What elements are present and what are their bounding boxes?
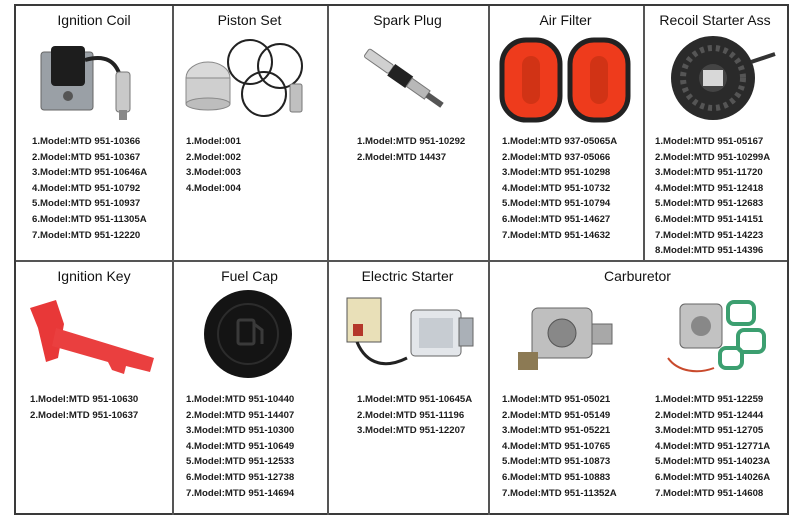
list-item: 6.Model:MTD 951-14627 [502,213,611,225]
list-item: 7.Model:MTD 951-14223 [655,229,764,241]
cell-fuel-cap: Fuel Cap 1.Model:MTD 951-10440 2.Model:M… [172,262,327,515]
cell-title: Fuel Cap [221,268,278,284]
list-item: 3.Model:MTD 951-05221 [502,425,611,437]
list-item: 3.Model:MTD 951-10646A [32,167,148,179]
list-item: 1.Model:MTD 937-05065A [502,136,618,147]
model-list: 1.Model:MTD 951-10366 2.Model:MTD 951-10… [32,134,147,243]
model-list: 1.Model:MTD 951-05167 2.Model:MTD 951-10… [655,134,770,259]
air-filter-icon [499,37,631,123]
cell-title: Piston Set [217,12,282,28]
list-item: 2.Model:002 [186,151,241,163]
list-item: 6.Model:MTD 951-14026A [655,471,771,483]
list-item: 5.Model:MTD 951-10937 [32,198,141,210]
list-item: 3.Model:MTD 951-11720 [655,167,763,179]
model-list: 1.Model:001 2.Model:002 3.Model:003 4.Mo… [186,134,241,196]
list-item: 4.Model:MTD 951-10732 [502,182,611,194]
cell-ignition-coil: Ignition Coil 1.Model:MTD 951-10366 2.Mo… [16,6,172,260]
list-item: 3.Model:MTD 951-12705 [655,425,764,437]
list-item: 5.Model:MTD 951-10794 [502,198,611,210]
cell-recoil-starter: Recoil Starter Ass 1.Model:MTD 951-05167… [643,6,787,260]
model-list: 1.Model:MTD 951-10440 2.Model:MTD 951-14… [186,392,294,501]
list-item: 4.Model:MTD 951-12418 [655,182,764,194]
list-item: 4.Model:MTD 951-10649 [186,440,295,452]
list-item: 2.Model:MTD 951-05149 [502,409,611,421]
ignition-coil-icon [40,46,131,120]
list-item: 4.Model:MTD 951-10765 [502,440,611,452]
cell-title: Air Filter [539,12,592,28]
list-item: 3.Model:MTD 951-10298 [502,167,611,179]
cell-title: Carburetor [604,268,671,284]
cell-title: Ignition Coil [57,12,131,28]
model-list-secondary: 1.Model:MTD 951-12259 2.Model:MTD 951-12… [655,392,770,501]
list-item: 4.Model:MTD 951-10792 [32,182,141,194]
list-item: 1.Model:MTD 951-10292 [357,136,466,147]
list-item: 1.Model:MTD 951-12259 [655,394,764,405]
parts-grid: Ignition Coil 1.Model:MTD 951-10366 2.Mo… [14,4,789,515]
list-item: 4.Model:MTD 951-12771A [655,440,771,452]
col-divider-2 [327,6,329,515]
cell-title: Spark Plug [373,12,442,28]
electric-starter-icon [346,297,474,366]
list-item: 1.Model:MTD 951-10366 [32,136,141,147]
cell-spark-plug: Spark Plug 1.Model:MTD 951-10292 2.Model… [327,6,488,260]
cell-title: Electric Starter [361,268,454,284]
list-item: 5.Model:MTD 951-10873 [502,456,611,468]
col-divider-1 [172,6,174,515]
piston-set-icon [185,39,303,117]
recoil-starter-icon [671,36,776,120]
model-list: 1.Model:MTD 951-10292 2.Model:MTD 14437 [357,134,465,165]
list-item: 6.Model:MTD 951-12738 [186,471,295,483]
list-item: 2.Model:MTD 951-10367 [32,151,141,163]
list-item: 1.Model:MTD 951-10630 [30,394,139,405]
list-item: 1.Model:MTD 951-05021 [502,394,611,405]
list-item: 5.Model:MTD 951-12683 [655,198,764,210]
spark-plug-icon [364,48,444,108]
model-list: 1.Model:MTD 951-10645A 2.Model:MTD 951-1… [357,392,472,439]
list-item: 2.Model:MTD 951-12444 [655,409,764,421]
list-item: 2.Model:MTD 951-10637 [30,409,139,421]
list-item: 2.Model:MTD 937-05066 [502,151,611,163]
list-item: 7.Model:MTD 951-14608 [655,487,764,499]
list-item: 3.Model:MTD 951-12207 [357,425,466,437]
list-item: 1.Model:MTD 951-05167 [655,136,764,147]
cell-electric-starter: Electric Starter 1.Model:MTD 951-10645A … [327,262,488,515]
list-item: 3.Model:MTD 951-10300 [186,425,295,437]
ignition-key-icon [30,300,154,374]
list-item: 7.Model:MTD 951-12220 [32,229,141,241]
col-divider-3 [488,6,490,515]
list-item: 7.Model:MTD 951-11352A [502,487,617,499]
list-item: 1.Model:001 [186,136,241,147]
list-item: 7.Model:MTD 951-14632 [502,229,611,241]
list-item: 7.Model:MTD 951-14694 [186,487,295,499]
list-item: 5.Model:MTD 951-12533 [186,456,295,468]
cell-piston-set: Piston Set 1.Model:001 2.Model:002 3.Mod… [172,6,327,260]
list-item: 3.Model:003 [186,167,241,179]
list-item: 6.Model:MTD 951-10883 [502,471,611,483]
list-item: 2.Model:MTD 951-10299A [655,151,771,163]
list-item: 2.Model:MTD 14437 [357,151,447,163]
cell-title: Recoil Starter Ass [659,12,771,28]
cell-ignition-key: Ignition Key 1.Model:MTD 951-10630 2.Mod… [16,262,172,515]
list-item: 4.Model:004 [186,182,241,194]
row-divider [16,260,787,262]
list-item: 2.Model:MTD 951-14407 [186,409,295,421]
list-item: 5.Model:MTD 951-14023A [655,456,771,468]
list-item: 6.Model:MTD 951-11305A [32,213,147,225]
list-item: 8.Model:MTD 951-14396 [655,245,764,257]
model-list: 1.Model:MTD 951-05021 2.Model:MTD 951-05… [502,392,617,501]
cell-air-filter: Air Filter 1.Model:MTD 937-05065A 2.Mode… [488,6,643,260]
model-list: 1.Model:MTD 937-05065A 2.Model:MTD 937-0… [502,134,617,243]
fuel-cap-icon [204,290,292,378]
model-list: 1.Model:MTD 951-10630 2.Model:MTD 951-10… [30,392,138,423]
col-divider-4 [643,6,645,260]
list-item: 2.Model:MTD 951-11196 [357,409,465,421]
list-item: 6.Model:MTD 951-14151 [655,213,764,225]
cell-title: Ignition Key [57,268,131,284]
cell-carburetor: Carburetor 1.Model:MTD 951-05021 2.Model… [488,262,787,515]
carburetor-icon [518,300,766,373]
list-item: 1.Model:MTD 951-10440 [186,394,295,405]
list-item: 1.Model:MTD 951-10645A [357,394,473,405]
